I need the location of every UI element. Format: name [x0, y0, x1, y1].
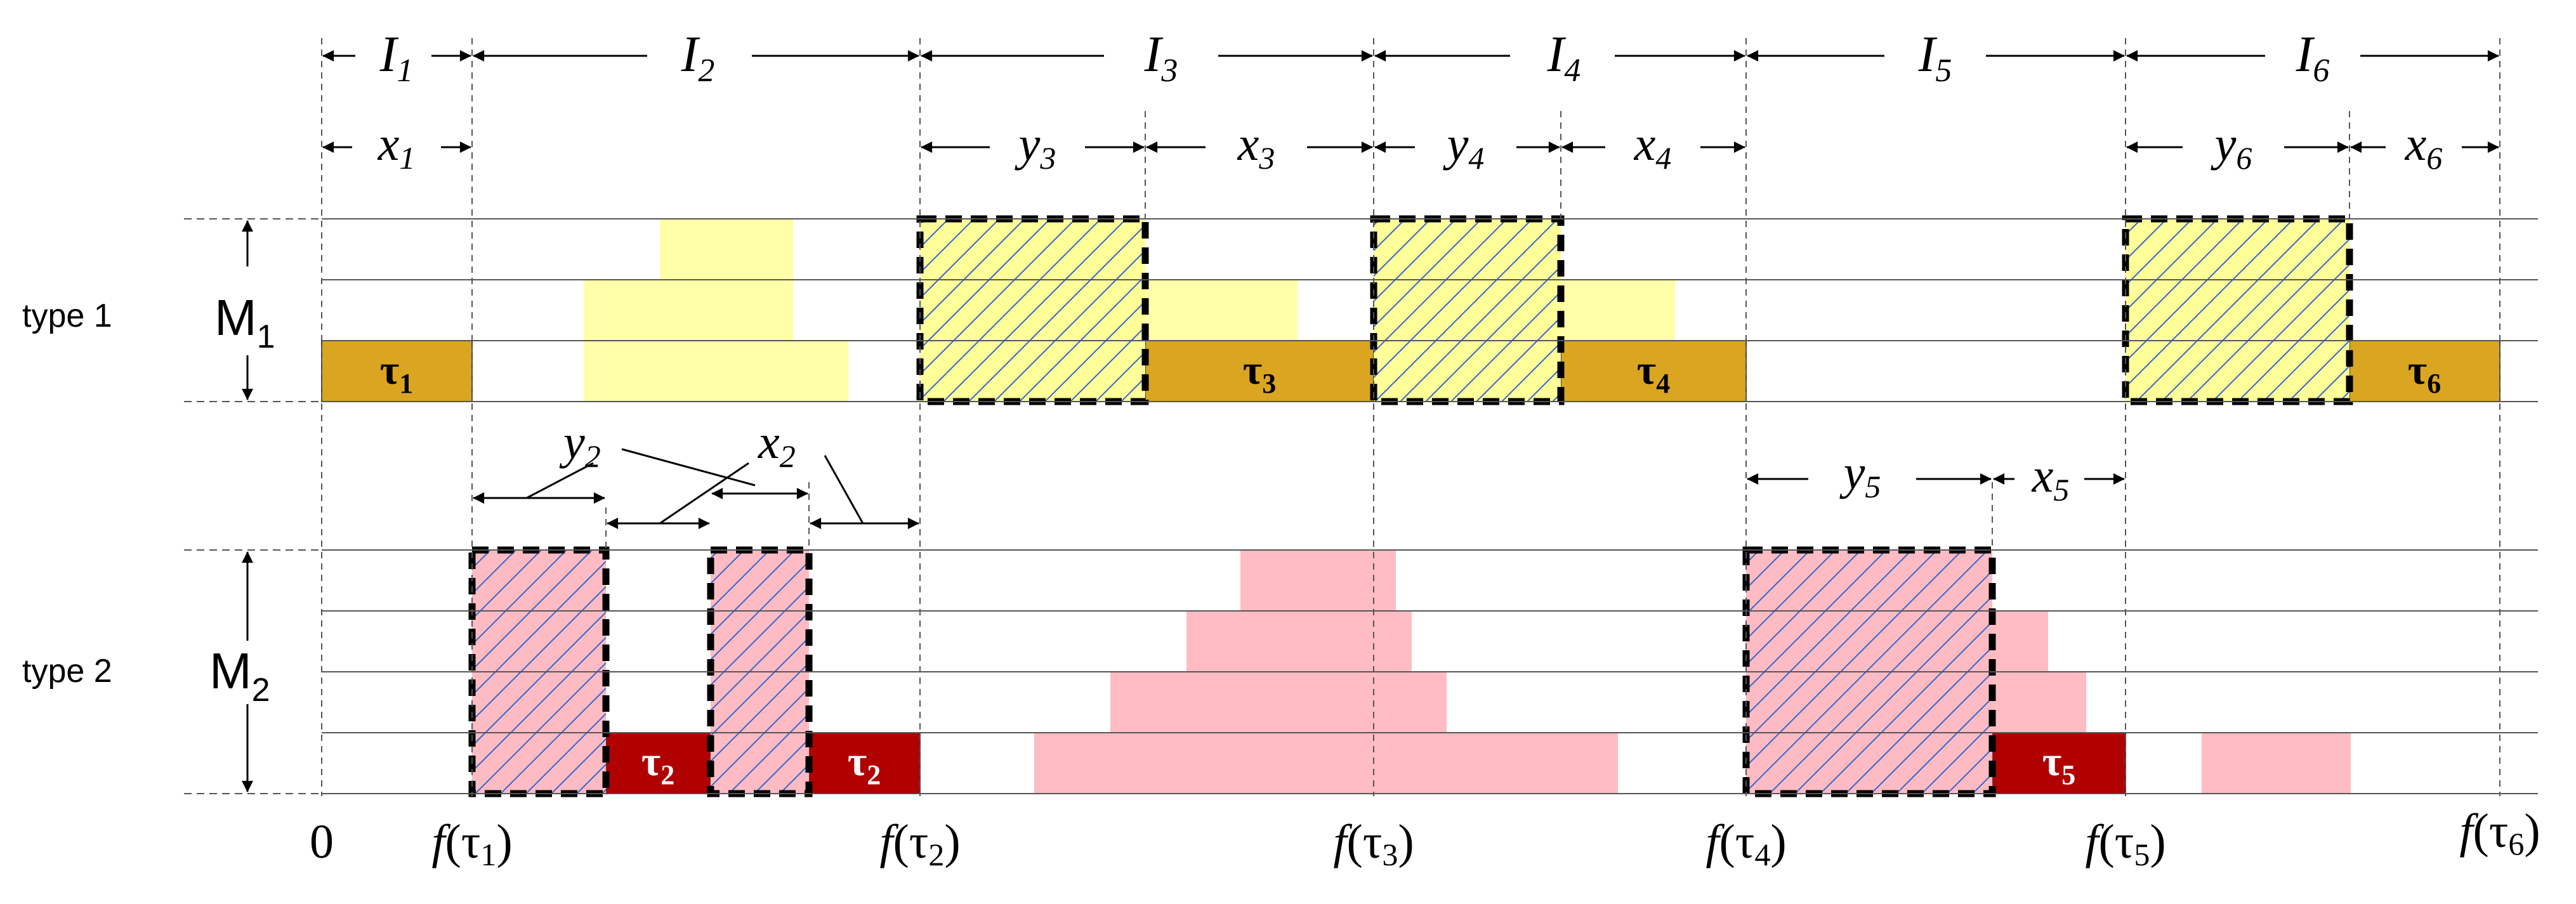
subinterval-label: x3: [1237, 117, 1275, 176]
type1-label: type 1: [22, 298, 112, 334]
subinterval-label: x4: [1634, 117, 1672, 176]
pink-fill: [1992, 672, 2086, 733]
pink-fill: [1034, 733, 1618, 794]
tau-labels: τ1 τ3 τ4 τ6 τ2 τ2 τ5: [380, 347, 2441, 790]
subinterval-label: y3: [1015, 117, 1056, 176]
tau-label: τ2: [848, 738, 881, 790]
pink-fill: [1110, 672, 1447, 733]
interval-label: I5: [1918, 27, 1952, 89]
m2-label: M2: [209, 643, 270, 709]
subinterval-arrows-mid: [473, 473, 2125, 529]
yellow-fill: [1561, 280, 1675, 341]
tau-blocks-type2: [605, 732, 2126, 794]
tau-label: τ3: [1243, 347, 1276, 399]
pink-fill: [1992, 611, 2048, 672]
pink-fill: [1186, 611, 1412, 672]
interval-label: I4: [1547, 27, 1581, 89]
subinterval-label: y2: [559, 416, 601, 474]
axis-tick-label: f(τ6): [2459, 804, 2540, 861]
subinterval-labels-top: x1 y3 x3 y4 x4 y6 x6: [378, 117, 2443, 176]
tau2-block-b: [808, 732, 921, 794]
tau-label: τ6: [2408, 347, 2441, 399]
axis-tick-label: f(τ3): [1333, 815, 1414, 872]
pink-fill: [1240, 550, 1396, 611]
axis-tick-label: f(τ1): [431, 815, 512, 872]
tau2-block-a: [605, 732, 711, 794]
tau5-block: [1992, 732, 2126, 794]
tau3-block: [1145, 340, 1374, 402]
subinterval-label: y4: [1443, 117, 1485, 176]
tau6-block: [2349, 340, 2500, 402]
subinterval-label: x6: [2405, 117, 2443, 176]
type1-workload-fills: [584, 219, 1675, 402]
tau-label: τ2: [641, 738, 674, 790]
tau1-block: [321, 340, 473, 402]
tau4-block: [1560, 340, 1747, 402]
pink-fill: [2202, 733, 2351, 794]
axis-tick-label: f(τ5): [2085, 815, 2165, 872]
tau-label: τ4: [1637, 347, 1670, 399]
axis-zero-label: 0: [310, 815, 334, 868]
tau-label: τ1: [380, 347, 413, 399]
interval-label: I6: [2296, 27, 2330, 89]
subinterval-label: y5: [1839, 446, 1881, 504]
interval-labels: I1 I2 I3 I4 I5 I6: [379, 27, 2330, 89]
row-boundary-dashes: [184, 218, 322, 794]
subinterval-label: x1: [378, 117, 416, 176]
interval-label: I1: [379, 27, 414, 89]
type2-label: type 2: [22, 653, 112, 690]
hatch-box-y3: [916, 215, 1149, 405]
time-axis-labels: 0 f(τ1) f(τ2) f(τ3) f(τ4) f(τ5) f(τ6): [310, 804, 2540, 872]
hatch-box-y6: [2122, 215, 2353, 405]
axis-tick-label: f(τ4): [1705, 815, 1786, 872]
timeline-markers: [321, 38, 2500, 796]
subinterval-label: x2: [758, 416, 796, 474]
yellow-fill: [1145, 280, 1298, 341]
grid-lines: [322, 218, 2538, 794]
tau-label: τ5: [2042, 738, 2075, 790]
row-labels: type 1 type 2 M1 M2: [22, 289, 275, 709]
tau-blocks-type1: [321, 340, 2500, 402]
yellow-fill: [584, 341, 848, 402]
axis-tick-label: f(τ2): [879, 815, 960, 872]
yellow-fill: [584, 280, 793, 341]
type2-workload-fills: [1034, 550, 2351, 794]
interval-label: I3: [1144, 27, 1178, 89]
label-leader-lines: [526, 448, 864, 525]
interval-label: I2: [681, 27, 715, 89]
subinterval-labels-mid: y2 x2 y5 x5: [559, 416, 2069, 508]
subinterval-label: x5: [2032, 449, 2070, 508]
m1-label: M1: [214, 289, 275, 355]
hatch-box-y4: [1370, 215, 1565, 405]
subinterval-label: y6: [2211, 117, 2252, 176]
yellow-fill: [660, 219, 793, 280]
